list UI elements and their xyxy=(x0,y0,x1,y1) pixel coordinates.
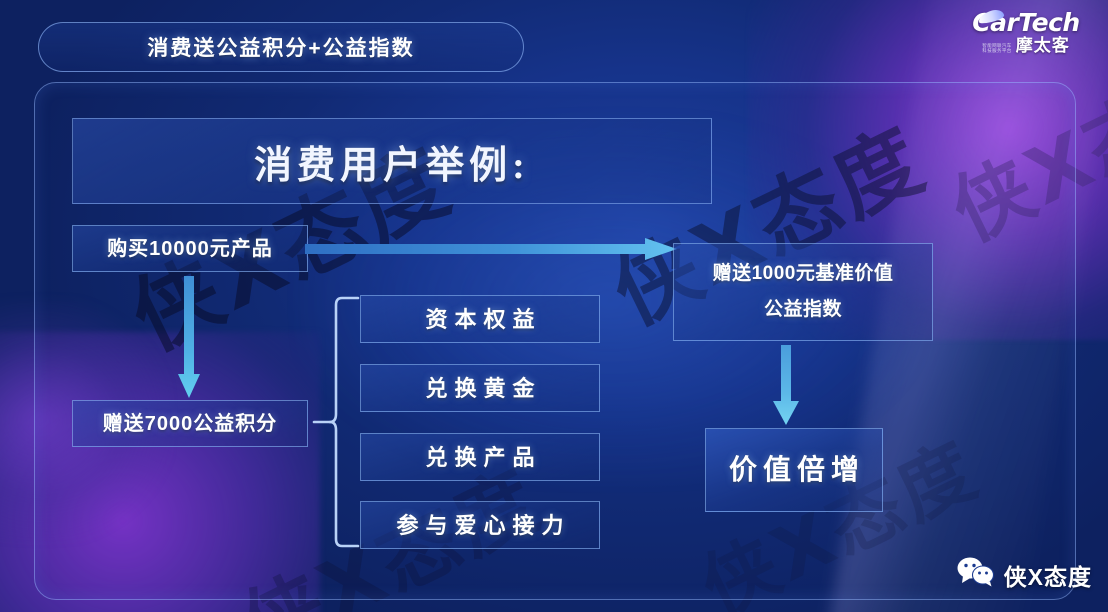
node-buy-product: 购买10000元产品 xyxy=(72,225,308,272)
node-value-multiplied: 价值倍增 xyxy=(705,428,883,512)
node-charity-points-label: 赠送7000公益积分 xyxy=(102,412,278,435)
node-option-2-label: 兑换产品 xyxy=(425,444,542,470)
brand-logo: CarTech 智能网联汽车 科技服务平台 摩太客 xyxy=(962,7,1090,68)
section-heading-text: 消费用户举例: xyxy=(254,144,530,187)
wechat-badge: 侠X态度 xyxy=(957,557,1092,592)
node-charity-index: 赠送1000元基准价值 公益指数 xyxy=(673,243,933,341)
node-option-0-label: 资本权益 xyxy=(425,306,542,332)
node-option-1-label: 兑换黄金 xyxy=(425,375,542,401)
logo-chinese-name: 摩太客 xyxy=(1015,36,1070,55)
node-value-multiplied-label: 价值倍增 xyxy=(728,454,865,485)
wechat-handle: 侠X态度 xyxy=(1003,563,1092,590)
arrow-buy-to-points xyxy=(178,276,200,398)
logo-subtitle: 智能网联汽车 科技服务平台 xyxy=(982,43,1011,54)
node-charity-points: 赠送7000公益积分 xyxy=(72,400,308,447)
node-option-2: 兑换产品 xyxy=(360,433,600,481)
section-heading-box: 消费用户举例: xyxy=(72,118,712,204)
slide-title-pill: 消费送公益积分+公益指数 xyxy=(38,22,524,72)
node-option-3-label: 参与爱心接力 xyxy=(396,512,571,538)
node-option-0: 资本权益 xyxy=(360,295,600,343)
node-option-1: 兑换黄金 xyxy=(360,364,600,412)
node-option-3: 参与爱心接力 xyxy=(360,501,600,549)
logo-subtitle-line1: 智能网联汽车 xyxy=(982,42,1012,48)
slide-title-text: 消费送公益积分+公益指数 xyxy=(147,37,415,60)
slide-frame xyxy=(34,82,1076,600)
node-buy-product-label: 购买10000元产品 xyxy=(107,237,273,260)
node-charity-index-line1: 赠送1000元基准价值 xyxy=(712,262,894,284)
node-charity-index-line2: 公益指数 xyxy=(763,299,842,320)
arrow-index-to-value xyxy=(773,345,799,425)
brace-connector-options xyxy=(312,294,360,550)
logo-subtitle-line2: 科技服务平台 xyxy=(982,48,1012,54)
arrow-buy-to-index xyxy=(305,238,677,260)
wechat-icon xyxy=(957,557,995,592)
